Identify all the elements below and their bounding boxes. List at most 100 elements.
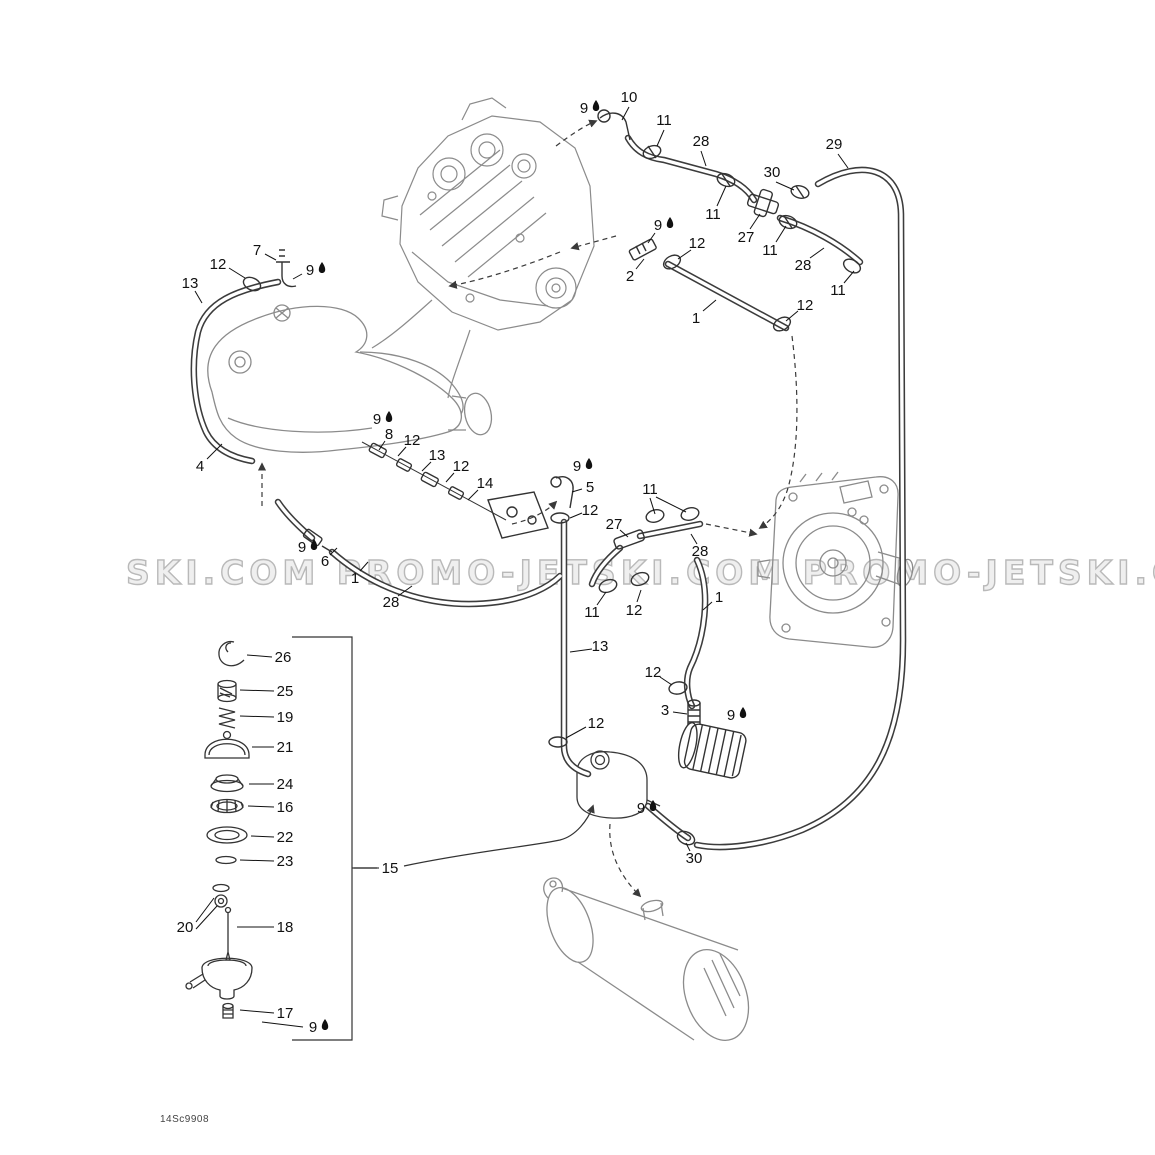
lubricant-drop-icon [385, 411, 393, 422]
callout-label-5: 5 [586, 479, 594, 496]
callout-leader-line [619, 529, 629, 538]
callout-label-9: 9 [306, 262, 314, 279]
callout-label-9: 9 [309, 1019, 317, 1036]
callout-leader-line [250, 835, 275, 838]
callout-leader-line [292, 273, 303, 280]
callout-leader-line [775, 225, 787, 243]
callout-label-14: 14 [477, 475, 494, 492]
callout-leader-line [659, 676, 673, 686]
callout-leader-line [194, 290, 203, 304]
callout-leader-line [656, 129, 665, 147]
callout-label-9: 9 [727, 707, 735, 724]
callout-leader-line [565, 726, 587, 739]
lubricant-drop-icon [310, 539, 318, 550]
callout-leader-line [397, 585, 413, 597]
callout-leader-line [647, 232, 656, 244]
callout-label-9: 9 [298, 539, 306, 556]
callout-label-30: 30 [764, 164, 781, 181]
callout-label-3: 3 [661, 702, 669, 719]
callout-leader-line [775, 181, 795, 191]
callout-leader-line [635, 258, 645, 270]
callout-leader-line [596, 591, 607, 606]
callout-label-20: 20 [177, 919, 194, 936]
callout-leader-line [239, 689, 275, 692]
callout-label-27: 27 [606, 516, 623, 533]
callout-label-28: 28 [693, 133, 710, 150]
callout-leader-line [571, 488, 583, 493]
callout-leader-line [700, 150, 707, 167]
callout-leader-line [359, 561, 369, 572]
callout-leader-line [397, 446, 407, 457]
callout-label-30: 30 [686, 850, 703, 867]
fuel-tank [207, 304, 493, 453]
callout-label-13: 13 [429, 447, 446, 464]
callout-leader-line [239, 1009, 275, 1014]
callout-label-8: 8 [385, 426, 393, 443]
callout-leader-line [195, 905, 218, 930]
muffler [543, 877, 750, 1041]
callout-label-22: 22 [277, 829, 294, 846]
callout-label-9: 9 [573, 458, 581, 475]
callout-leader-line [672, 711, 688, 715]
callout-label-11: 11 [705, 206, 721, 223]
callout-label-19: 19 [277, 709, 294, 726]
callout-leader-line [685, 842, 691, 852]
callout-label-18: 18 [277, 919, 294, 936]
callout-label-4: 4 [196, 458, 204, 475]
callout-label-12: 12 [210, 256, 227, 273]
flow-arrows [257, 119, 798, 898]
callout-label-13: 13 [592, 638, 609, 655]
callout-label-10: 10 [621, 89, 638, 106]
callout-label-12: 12 [588, 715, 605, 732]
callout-leader-line [785, 310, 799, 322]
callout-label-11: 11 [584, 604, 600, 621]
callout-leader-line [649, 497, 656, 515]
callout-leader-line [749, 213, 761, 230]
callout-label-11: 11 [656, 112, 672, 129]
callout-label-27: 27 [738, 229, 755, 246]
carb-group-bracket [292, 636, 595, 1041]
callout-label-28: 28 [795, 257, 812, 274]
callout-leader-line [206, 443, 223, 460]
callout-label-1: 1 [715, 589, 723, 606]
callout-leader-line [655, 496, 687, 513]
callout-label-12: 12 [404, 432, 421, 449]
callout-label-9: 9 [654, 217, 662, 234]
callout-leader-line [421, 461, 432, 472]
callout-label-12: 12 [453, 458, 470, 475]
callout-leader-line [239, 715, 275, 718]
hose-set [190, 134, 907, 851]
diagram-code: 14Sc9908 [160, 1114, 210, 1125]
callout-label-9: 9 [580, 100, 588, 117]
callout-leader-line [677, 249, 692, 260]
callout-label-12: 12 [582, 502, 599, 519]
callout-label-9: 9 [637, 800, 645, 817]
callout-label-12: 12 [689, 235, 706, 252]
lubricant-drop-icon [649, 800, 657, 811]
lubricant-drop-icon [666, 217, 674, 228]
carburetor-exploded-view [185, 640, 253, 1019]
callout-leader-line [636, 589, 642, 603]
callout-leader-line [261, 1021, 304, 1028]
callout-leader-line [843, 270, 855, 284]
callout-label-12: 12 [797, 297, 814, 314]
water-reservoir [576, 750, 661, 819]
callout-leader-line [246, 654, 273, 658]
callout-label-24: 24 [277, 776, 294, 793]
callout-label-21: 21 [277, 739, 294, 756]
callout-label-1: 1 [692, 310, 700, 327]
lubricant-drop-icon [739, 707, 747, 718]
callout-leader-line [239, 859, 275, 862]
callout-label-2: 2 [626, 268, 634, 285]
callout-leader-line [378, 440, 386, 451]
callout-leader-line [702, 299, 717, 312]
engine-assembly [371, 97, 595, 399]
callout-label-12: 12 [626, 602, 643, 619]
callout-leader-line [690, 533, 698, 545]
jet-pump-assembly [757, 471, 914, 648]
callout-label-7: 7 [253, 242, 261, 259]
lubricant-drop-icon [585, 458, 593, 469]
callout-leader-line [195, 897, 215, 923]
